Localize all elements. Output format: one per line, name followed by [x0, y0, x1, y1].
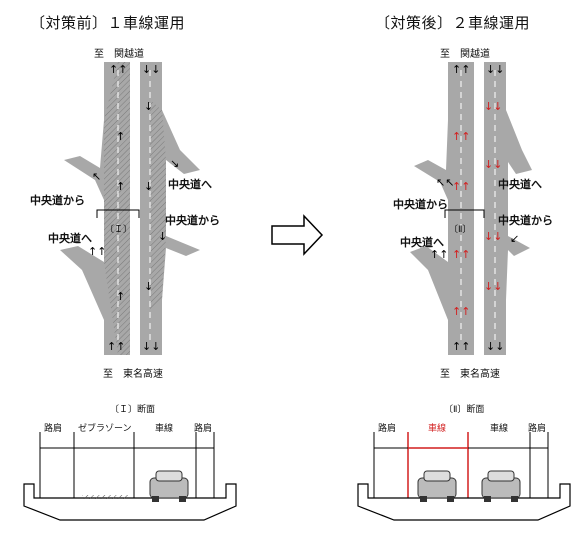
- after-cross-label-2: 車線: [490, 424, 509, 434]
- after-label-left-on: 中央道から: [393, 198, 448, 211]
- arrow-up-icon: ↑↑: [452, 305, 470, 318]
- before-cross-label-1: ゼブラゾーン: [78, 424, 132, 434]
- after-road: [410, 62, 532, 355]
- after-dest-south: 至 東名高速: [440, 369, 500, 380]
- arrow-up-icon: ↑↑: [88, 245, 106, 258]
- before-label-right-on: 中央道から: [165, 214, 220, 227]
- after-cross-title: 〔Ⅱ〕断面: [444, 405, 485, 415]
- before-cross-section: [23, 432, 237, 521]
- before-cross-label-2: 車線: [155, 424, 174, 434]
- after-section-marker: 〔Ⅱ〕: [449, 225, 472, 235]
- arrow-up-icon: ↑: [116, 130, 125, 143]
- after-title: 〔対策後〕２車線運用: [375, 14, 531, 32]
- arrow-down-icon: ↓↓: [142, 340, 160, 353]
- after-label-right-off: 中央道へ: [498, 178, 542, 191]
- after-dest-north: 至 関越道: [440, 49, 490, 60]
- arrow-up-icon: ↑↑: [109, 63, 127, 76]
- arrow-up-icon: ↑: [116, 290, 125, 303]
- before-cross-label-3: 路肩: [194, 424, 213, 434]
- after-cross-label-1: 車線: [428, 424, 447, 434]
- arrow-down-icon: ↓↓: [486, 340, 504, 353]
- car-icon: [481, 470, 521, 502]
- after-section-marker-line: [444, 209, 485, 218]
- before-section-marker-line: [96, 209, 140, 218]
- after-label-left-off: 中央道へ: [400, 236, 444, 249]
- arrow-down-icon: ↓↓: [484, 158, 502, 171]
- arrow-down-icon: ↓↓: [484, 100, 502, 113]
- arrow-up-icon: ↑↑: [452, 248, 470, 261]
- before-dest-north: 至 関越道: [94, 49, 144, 60]
- before-label-left-off: 中央道へ: [48, 232, 92, 245]
- arrow-down-left-icon: ↓: [158, 230, 167, 243]
- after-cross-section: [357, 432, 571, 521]
- before-label-left-on: 中央道から: [30, 194, 85, 207]
- after-label-right-on: 中央道から: [498, 214, 553, 227]
- before-arrows: ↑↑ ↓↓ ↑ ↓ ↑ ↓ ↖ ↘ ↑ ↓ ↑↑ ↑↑ ↓↓ ↓: [88, 63, 179, 353]
- before-cross-title: 〔Ｉ〕断面: [110, 405, 156, 415]
- arrow-up-left-icon: ↖↖: [436, 176, 454, 189]
- before-road: [60, 62, 200, 355]
- arrow-down-icon: ↓↓: [484, 280, 502, 293]
- before-dest-south: 至 東名高速: [103, 369, 163, 380]
- after-cross-label-0: 路肩: [378, 424, 397, 434]
- after-arrows: ↑↑ ↓↓ ↓↓ ↑↑ ↓↓ ↑↑ ↖↖ ↓↓ ↑↑ ↑↑ ↓↓ ↑↑ ↑↑ ↓…: [430, 63, 519, 353]
- before-section-marker: 〔Ｉ〕: [105, 225, 133, 235]
- arrow-down-icon: ↓: [144, 280, 153, 293]
- transition-arrow-icon: [271, 214, 324, 256]
- arrow-down-icon: ↓↓: [142, 63, 160, 76]
- before-cross-label-0: 路肩: [44, 424, 63, 434]
- arrow-up-icon: ↑↑: [452, 180, 470, 193]
- arrow-up-left-icon: ↖: [92, 170, 101, 183]
- arrow-down-icon: ↓: [144, 100, 153, 113]
- arrow-up-icon: ↑↑: [452, 130, 470, 143]
- arrow-up-icon: ↑↑: [107, 340, 125, 353]
- arrow-up-icon: ↑: [116, 180, 125, 193]
- arrow-down-icon: ↓↓: [484, 230, 502, 243]
- arrow-up-icon: ↑↑: [452, 340, 470, 353]
- arrow-down-left-icon: ↙: [510, 232, 519, 245]
- arrow-down-icon: ↓: [144, 180, 153, 193]
- arrow-up-icon: ↑↑: [430, 248, 448, 261]
- car-icon: [149, 470, 189, 502]
- arrow-down-right-icon: ↘: [170, 157, 179, 170]
- before-label-right-off: 中央道へ: [168, 178, 212, 191]
- car-icon: [417, 470, 457, 502]
- after-cross-label-3: 路肩: [528, 424, 547, 434]
- arrow-down-icon: ↓↓: [486, 63, 504, 76]
- before-title: 〔対策前〕１車線運用: [30, 14, 186, 32]
- arrow-up-icon: ↑↑: [452, 63, 470, 76]
